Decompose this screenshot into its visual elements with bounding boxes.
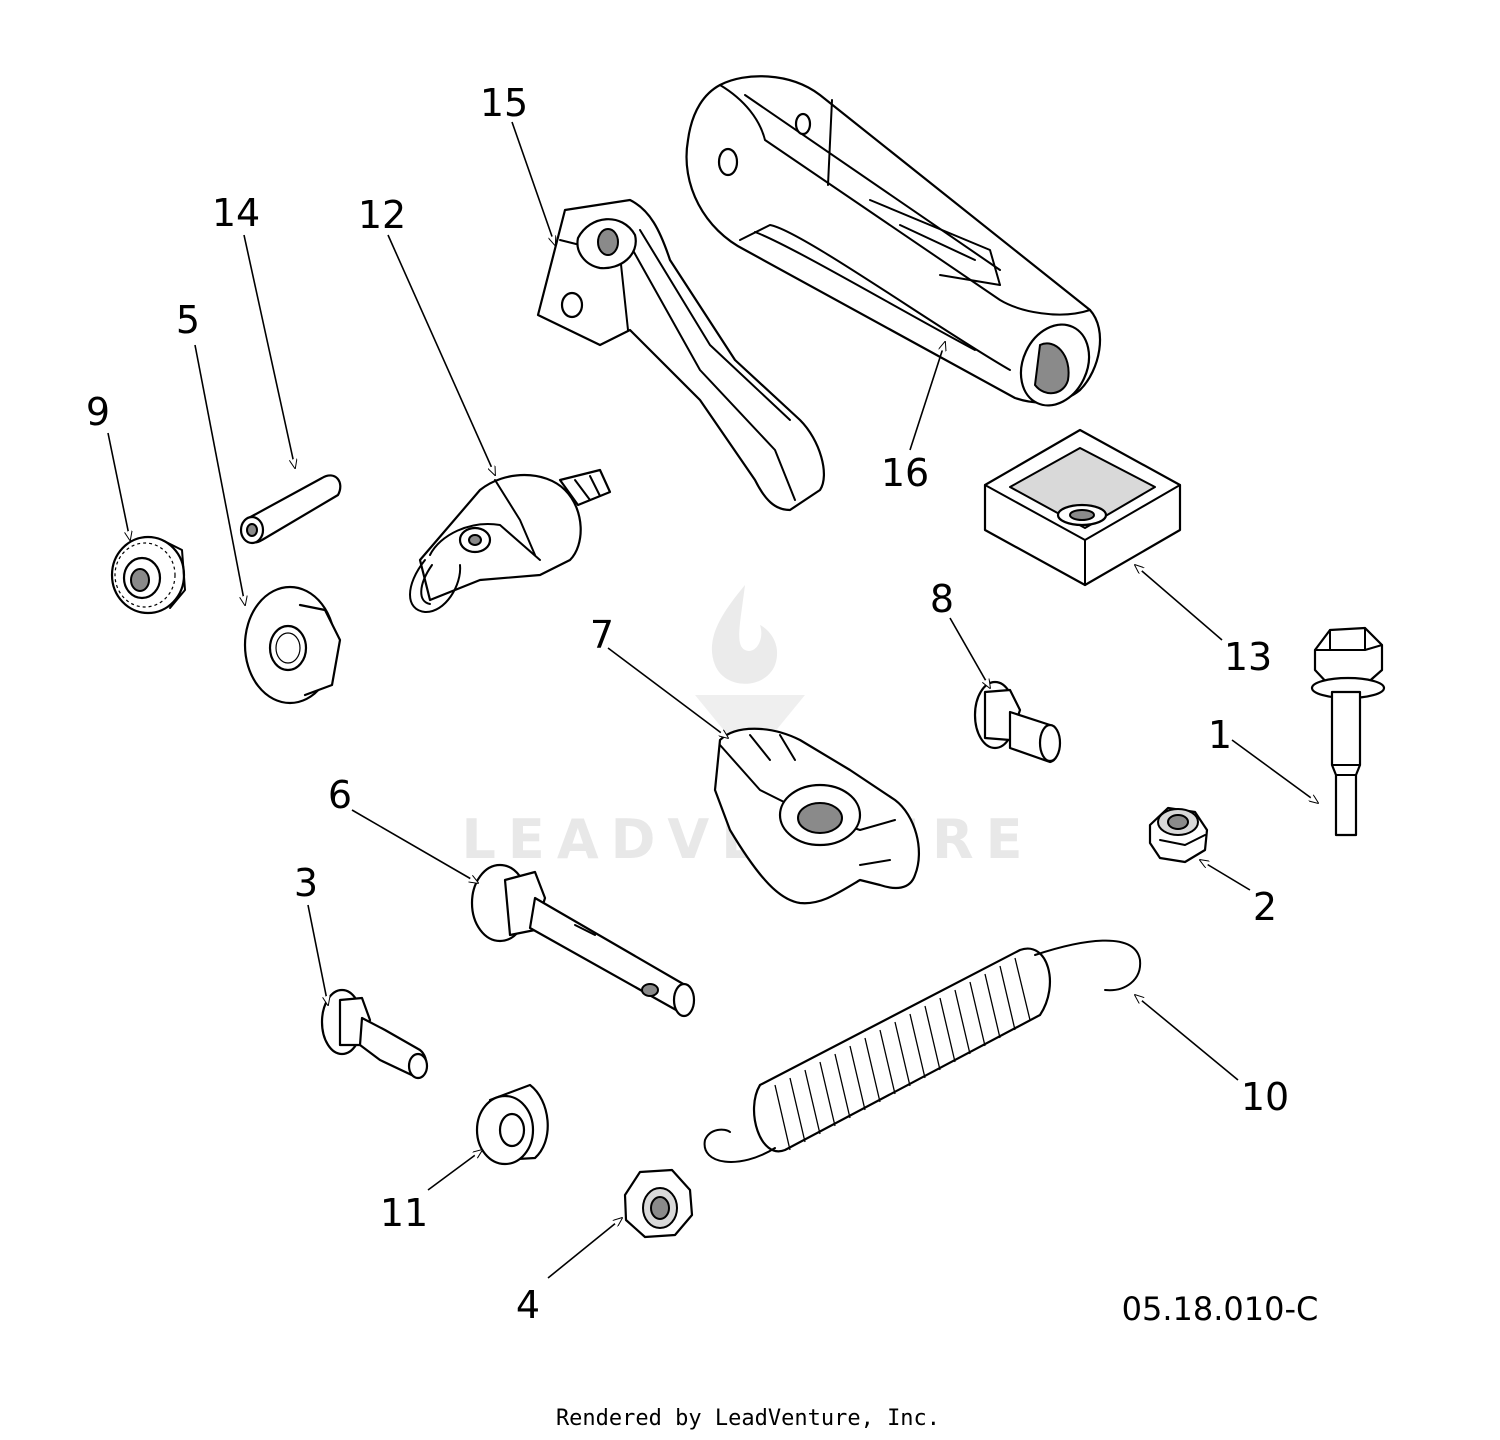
leader-lines [107,121,1318,1279]
callout-16: 16 [881,451,929,495]
part-3-shoulder-bolt [320,988,429,1080]
callout-3: 3 [294,861,318,905]
part-14-roll-pin [239,474,342,545]
flame-icon [711,585,778,684]
part-10-extension-spring [703,939,1142,1163]
part-11-spacer [475,1083,549,1166]
callout-11: 11 [380,1191,428,1235]
drawing-code: 05.18.010-C [1122,1290,1319,1328]
part-7-pivot-arm [713,727,920,905]
part-16-handle-grip [685,75,1102,407]
part-6-clevis-pin [470,863,696,1018]
callout-14: 14 [212,191,260,235]
part-4-hex-nut [623,1168,694,1239]
callout-2: 2 [1253,885,1277,929]
part-1-hex-bolt [1310,626,1386,837]
callout-4: 4 [516,1283,540,1327]
part-9-serrated-nut [110,535,186,615]
part-13-square-cup [983,428,1182,587]
callout-1: 1 [1208,713,1232,757]
callout-8: 8 [930,577,954,621]
callout-7: 7 [590,613,614,657]
callout-12: 12 [358,193,406,237]
callout-5: 5 [176,298,200,342]
callout-labels: 1 2 3 4 5 6 7 8 9 10 11 12 13 14 15 16 [86,81,1289,1327]
callout-10: 10 [1241,1075,1289,1119]
callout-15: 15 [480,81,528,125]
part-12-bracket [409,468,612,614]
callout-6: 6 [328,773,352,817]
callout-9: 9 [86,390,110,434]
part-5-flange-washer [243,585,342,705]
part-2-lock-nut [1148,806,1209,864]
v-mark-icon [695,695,805,750]
part-8-shoulder-bolt [973,680,1062,764]
render-credit: Rendered by LeadVenture, Inc. [556,1406,940,1431]
part-15-lever-arm [536,198,825,512]
callout-13: 13 [1224,635,1272,679]
